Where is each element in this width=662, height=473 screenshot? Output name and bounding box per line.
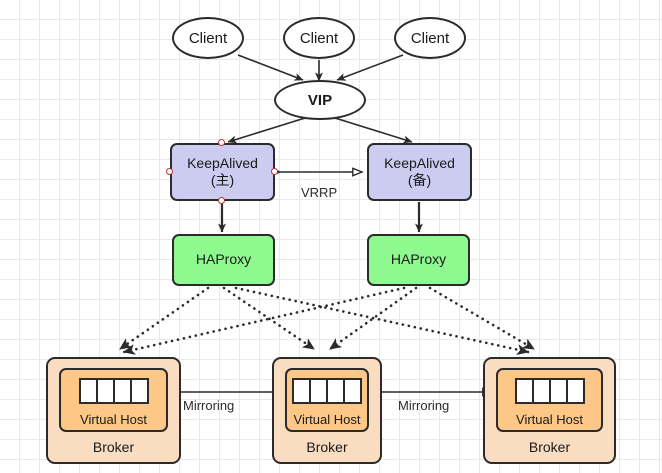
edge-haproxy-right-broker3 bbox=[428, 286, 536, 351]
broker-label: Broker bbox=[306, 439, 348, 455]
handle-keepalived-master-left[interactable] bbox=[166, 168, 173, 175]
edge-vip-keepalived-master bbox=[227, 117, 306, 144]
handle-keepalived-master-top[interactable] bbox=[218, 139, 225, 146]
edge-haproxy-left-broker1 bbox=[118, 286, 210, 351]
haproxy-label: HAProxy bbox=[390, 251, 447, 268]
queue-cell bbox=[534, 380, 551, 402]
queue-cell bbox=[81, 380, 98, 402]
virtual-host-label: Virtual Host bbox=[293, 412, 361, 427]
queue-cell bbox=[551, 380, 568, 402]
edge-haproxy-right-broker2 bbox=[328, 286, 418, 351]
keepalived-backup-role: (备) bbox=[407, 172, 432, 188]
client-node-2[interactable]: Client bbox=[283, 17, 355, 59]
client-node-3[interactable]: Client bbox=[394, 17, 466, 59]
handle-keepalived-master-right[interactable] bbox=[271, 168, 278, 175]
queue-icon bbox=[78, 378, 149, 404]
queue-icon bbox=[514, 378, 585, 404]
virtual-host-label: Virtual Host bbox=[80, 412, 147, 427]
edge-haproxy-left-broker2 bbox=[222, 286, 316, 351]
edge-haproxy-left-broker3 bbox=[234, 286, 530, 356]
vip-label: VIP bbox=[307, 91, 333, 109]
queue-cell bbox=[517, 380, 534, 402]
queue-cell bbox=[115, 380, 132, 402]
keepalived-master-role: (主) bbox=[210, 172, 235, 188]
queue-cell bbox=[345, 380, 360, 402]
client-label: Client bbox=[299, 29, 339, 47]
queue-cell bbox=[568, 380, 583, 402]
broker-label: Broker bbox=[92, 439, 135, 455]
virtual-host-2[interactable]: Virtual Host bbox=[285, 368, 369, 432]
handle-keepalived-master-bottom[interactable] bbox=[218, 197, 225, 204]
broker-node-2[interactable]: Virtual Host Broker bbox=[272, 357, 382, 464]
mirroring-right-label: Mirroring bbox=[398, 398, 450, 413]
queue-icon bbox=[292, 378, 362, 404]
client-label: Client bbox=[188, 29, 228, 47]
queue-cell bbox=[294, 380, 311, 402]
broker-node-1[interactable]: Virtual Host Broker bbox=[46, 357, 181, 464]
queue-cell bbox=[328, 380, 345, 402]
haproxy-right-node[interactable]: HAProxy bbox=[367, 234, 470, 286]
edge-vip-keepalived-backup bbox=[334, 117, 413, 144]
mirroring-left-label: Mirroring bbox=[183, 398, 235, 413]
haproxy-left-node[interactable]: HAProxy bbox=[172, 234, 275, 286]
haproxy-label: HAProxy bbox=[195, 251, 252, 268]
keepalived-master-node[interactable]: KeepAlived (主) bbox=[170, 143, 275, 201]
broker-label: Broker bbox=[528, 439, 571, 455]
keepalived-backup-title: KeepAlived bbox=[384, 154, 455, 171]
virtual-host-3[interactable]: Virtual Host bbox=[496, 368, 603, 432]
keepalived-master-title: KeepAlived bbox=[187, 154, 258, 171]
queue-cell bbox=[98, 380, 115, 402]
vrrp-edge-label: VRRP bbox=[301, 185, 338, 200]
edge-client3-vip bbox=[336, 54, 404, 81]
edge-client1-vip bbox=[237, 54, 304, 81]
client-node-1[interactable]: Client bbox=[172, 17, 244, 59]
edge-haproxy-right-broker1 bbox=[122, 286, 406, 355]
client-label: Client bbox=[410, 29, 450, 47]
virtual-host-label: Virtual Host bbox=[516, 412, 583, 427]
virtual-host-1[interactable]: Virtual Host bbox=[59, 368, 168, 432]
queue-cell bbox=[311, 380, 328, 402]
vip-node[interactable]: VIP bbox=[274, 80, 366, 120]
broker-node-3[interactable]: Virtual Host Broker bbox=[483, 357, 616, 464]
queue-cell bbox=[132, 380, 147, 402]
keepalived-backup-node[interactable]: KeepAlived (备) bbox=[367, 143, 472, 201]
